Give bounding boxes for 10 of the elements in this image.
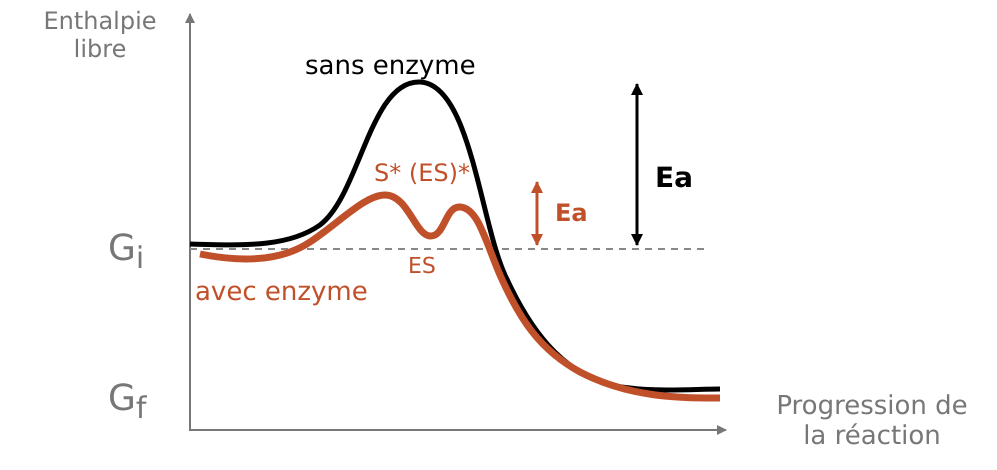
energy-label: Ea bbox=[655, 162, 694, 194]
energy-label: Ea bbox=[555, 200, 588, 228]
curve-label: avec enzyme bbox=[195, 278, 368, 308]
state-label: S* (ES)* bbox=[374, 160, 470, 188]
curve-label: sans enzyme bbox=[305, 52, 476, 82]
axis-label: Enthalpie libre bbox=[42, 8, 158, 64]
state-label: ES bbox=[408, 254, 436, 280]
level-label: G$_{f}$ bbox=[108, 378, 146, 427]
level-label: G$_{i}$ bbox=[108, 228, 144, 277]
axis-label: Progression de la réaction bbox=[775, 392, 969, 452]
